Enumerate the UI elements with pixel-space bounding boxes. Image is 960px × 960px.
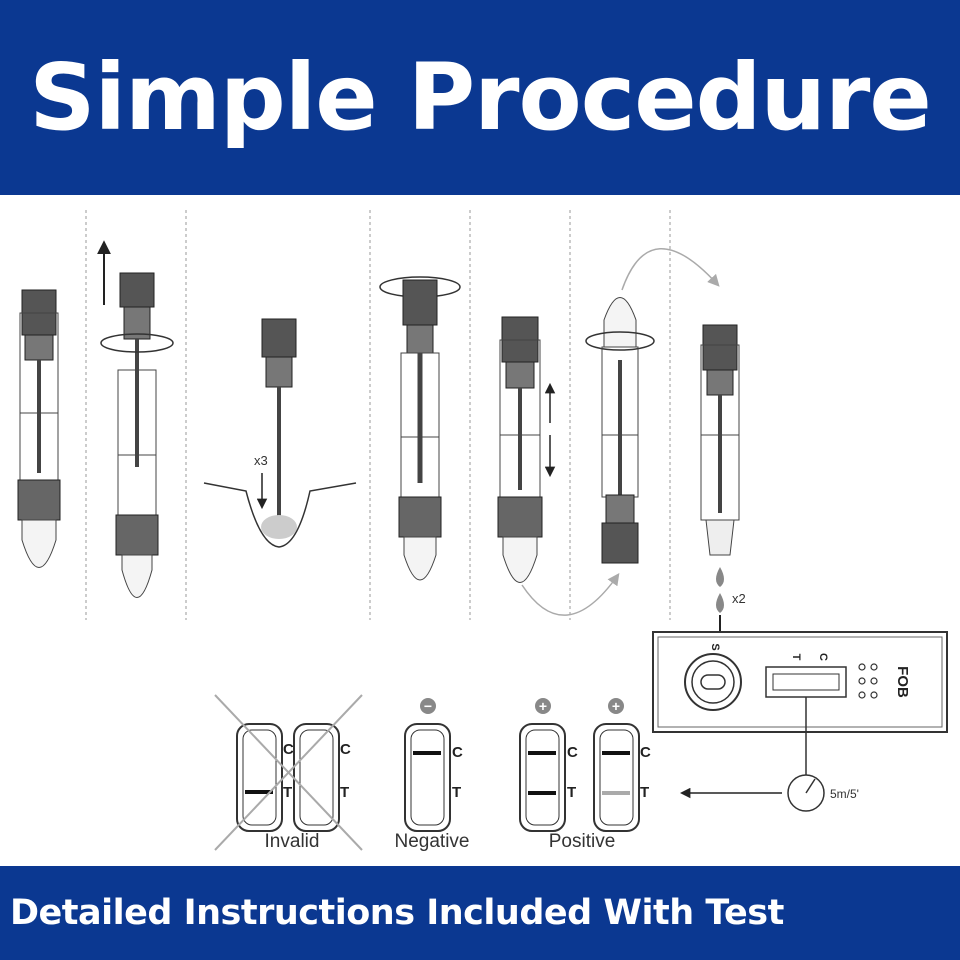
- result-negative: − C T Negative: [395, 698, 470, 852]
- page-title: Simple Procedure: [29, 43, 932, 151]
- positive-2-t: T: [640, 784, 649, 801]
- step-6-invert: [585, 297, 655, 564]
- footer-text: Detailed Instructions Included With Test: [10, 893, 784, 933]
- positive-1-sign: +: [539, 698, 547, 714]
- step-5-shake: [497, 316, 556, 583]
- drop-count-label: x2: [732, 591, 746, 606]
- negative-label: Negative: [395, 831, 470, 852]
- procedure-diagram: x3: [17, 210, 948, 852]
- negative-sign: −: [424, 698, 432, 714]
- invalid-2-c: C: [340, 741, 351, 758]
- step-7-dispense: x2: [700, 324, 746, 664]
- invalid-1-t: T: [283, 784, 292, 801]
- footer-banner: Detailed Instructions Included With Test: [0, 866, 960, 960]
- positive-1-t: T: [567, 784, 576, 801]
- test-cassette: S T C FOB: [652, 631, 948, 733]
- step-dividers: [85, 210, 671, 620]
- invalid-2-t: T: [340, 784, 349, 801]
- timer: 5m/5': [679, 697, 859, 812]
- sample-well-label: S: [709, 643, 721, 650]
- cassette-label: FOB: [894, 666, 911, 698]
- negative-c: C: [452, 744, 463, 761]
- negative-t: T: [452, 784, 461, 801]
- positive-1-c: C: [567, 744, 578, 761]
- invalid-1-c: C: [283, 741, 294, 758]
- invalid-label: Invalid: [265, 831, 320, 852]
- positive-2-c: C: [640, 744, 651, 761]
- header-banner: Simple Procedure: [0, 0, 960, 195]
- step-2-open-tube: [97, 240, 174, 598]
- timer-label: 5m/5': [830, 787, 859, 801]
- positive-label: Positive: [549, 831, 616, 852]
- step-1-closed-tube: [17, 289, 61, 568]
- window-c-label: C: [817, 653, 829, 661]
- step-4-reinsert: [379, 276, 461, 581]
- window-t-label: T: [790, 654, 802, 661]
- result-invalid: C T C T Invalid: [214, 694, 363, 852]
- step-3-collect-sample: x3: [203, 318, 357, 548]
- result-positive: + C T + C T Positive: [519, 698, 651, 852]
- stir-count-label: x3: [254, 453, 268, 468]
- positive-2-sign: +: [612, 698, 620, 714]
